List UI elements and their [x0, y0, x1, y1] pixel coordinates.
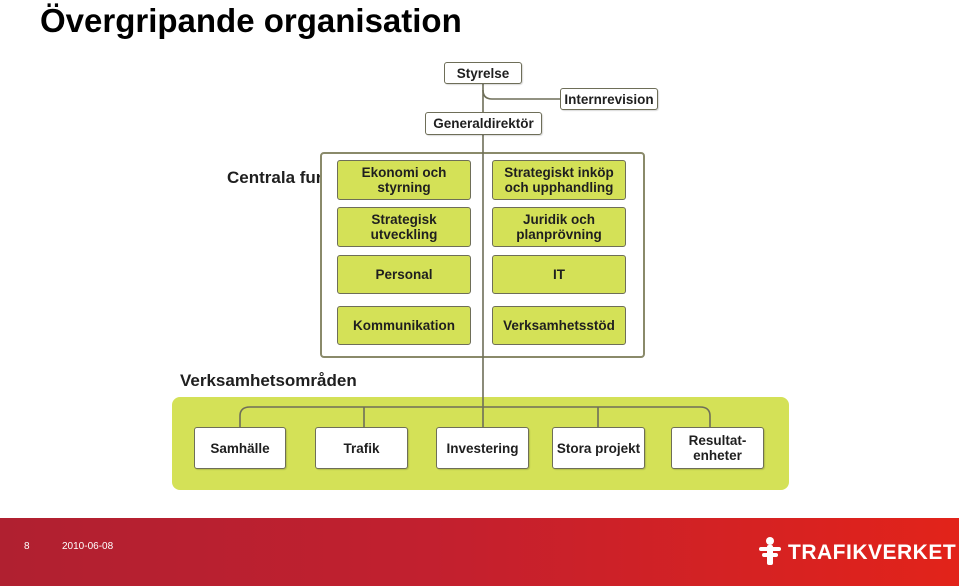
central-box-verksamhetsstod: Verksamhetsstöd — [492, 306, 626, 345]
styrelse-box: Styrelse — [444, 62, 522, 84]
verksamhet-box-investering: Investering — [436, 427, 529, 469]
central-box-inkop: Strategiskt inköp och upphandling — [492, 160, 626, 200]
trafikverket-logo-icon — [759, 537, 781, 565]
trafikverket-logo-text: TRAFIKVERKET — [788, 541, 957, 564]
generaldirektor-box: Generaldirektör — [425, 112, 542, 135]
central-box-kommunikation: Kommunikation — [337, 306, 471, 345]
verksamhet-box-stora-projekt: Stora projekt — [552, 427, 645, 469]
footer-date: 2010-06-08 — [62, 541, 114, 552]
central-box-strategisk: Strategisk utveckling — [337, 207, 471, 247]
central-box-juridik: Juridik och planprövning — [492, 207, 626, 247]
footer-bar — [0, 518, 959, 586]
central-box-ekonomi: Ekonomi och styrning — [337, 160, 471, 200]
central-box-personal: Personal — [337, 255, 471, 294]
verksamhet-box-samhalle: Samhälle — [194, 427, 286, 469]
central-box-it: IT — [492, 255, 626, 294]
resultatenheter-label: Resultat-enheter — [688, 433, 747, 463]
page-number: 8 — [24, 541, 30, 552]
verksamhet-label: Verksamhetsområden — [180, 371, 357, 390]
verksamhet-box-resultatenheter: Resultat-enheter — [671, 427, 764, 469]
slide-title: Övergripande organisation — [40, 2, 462, 39]
internrevision-box: Internrevision — [560, 88, 658, 110]
verksamhet-box-trafik: Trafik — [315, 427, 408, 469]
